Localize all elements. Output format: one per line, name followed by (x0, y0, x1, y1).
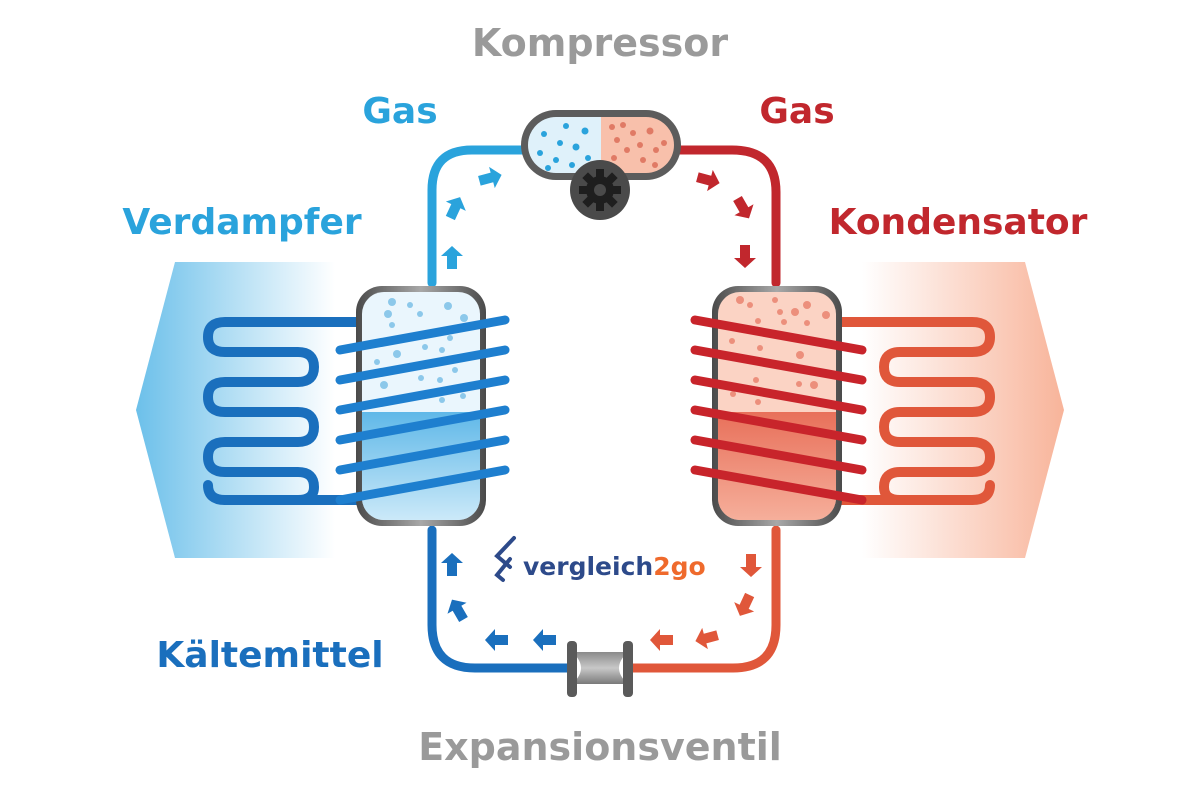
arrow-up-left-icon (447, 599, 468, 623)
arrow-left-icon (650, 629, 673, 651)
evaporator-tank (335, 286, 510, 526)
evaporator-air-coil (202, 317, 367, 505)
flow-arrows (441, 166, 762, 651)
pipe-hot (625, 145, 781, 673)
condenser-air-coil (831, 317, 996, 505)
arrow-left-icon (695, 627, 719, 650)
label-gas-hot: Gas (759, 91, 834, 132)
arrow-down-right-icon (733, 195, 754, 219)
logo-text-accent: 2go (653, 552, 705, 581)
arrow-down-icon (740, 554, 762, 577)
label-condenser: Kondensator (829, 202, 1088, 243)
evaporator-helix (335, 315, 510, 505)
label-compressor: Kompressor (472, 21, 729, 65)
label-gas-cold: Gas (362, 91, 437, 132)
compressor-hot-particles (609, 122, 667, 168)
arrow-right-icon (696, 169, 720, 192)
pipe-cold (427, 145, 575, 673)
compressor (521, 110, 681, 220)
compressor-cold-particles (537, 123, 591, 171)
label-evaporator: Verdampfer (122, 202, 361, 243)
evaporator-gas-bubbles (374, 298, 468, 403)
label-refrigerant: Kältemittel (156, 635, 383, 676)
arrow-down-icon (734, 245, 756, 268)
arrow-left-icon (485, 629, 508, 651)
arrow-up-icon (441, 246, 463, 269)
arrow-down-left-icon (734, 592, 755, 616)
arrow-right-icon (478, 166, 502, 189)
arrow-left-icon (533, 629, 556, 651)
arrow-up-icon (441, 553, 463, 576)
logo-wordmark: vergleich2go (523, 552, 706, 581)
gear-icon (579, 169, 621, 211)
condenser-helix (690, 315, 867, 505)
brand-logo: vergleich2go (494, 536, 706, 582)
arrow-up-right-icon (445, 197, 466, 221)
label-expansion-valve: Expansionsventil (418, 725, 782, 769)
expansion-valve (567, 641, 633, 697)
logo-text-primary: vergleich (523, 552, 653, 581)
logo-mark-icon (494, 536, 516, 582)
condenser-gas-bubbles (729, 296, 830, 405)
condenser-tank (690, 286, 867, 526)
